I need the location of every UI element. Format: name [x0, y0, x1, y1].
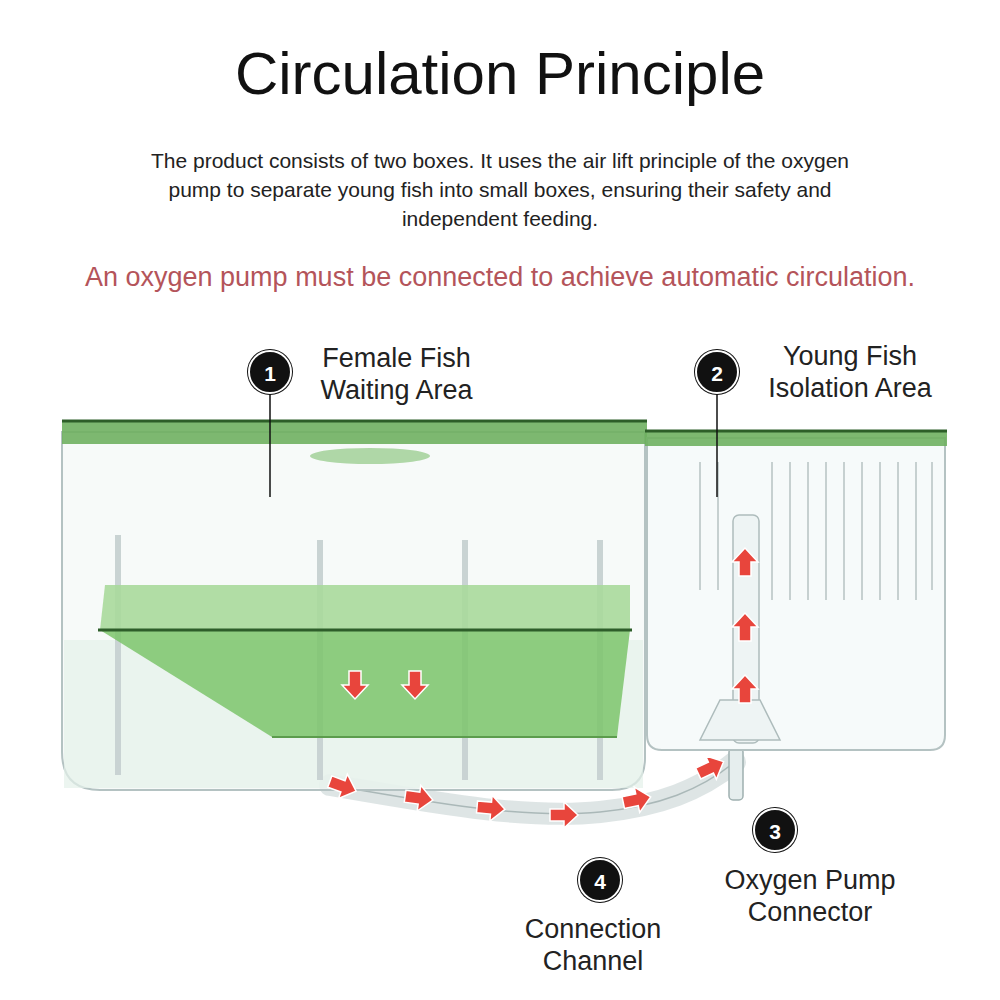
callout-number: 3 — [753, 808, 797, 852]
slit — [843, 462, 845, 600]
leader-line — [269, 394, 271, 497]
callout-number: 4 — [578, 858, 622, 902]
flow-arrow — [732, 548, 758, 576]
lid-edge — [62, 420, 647, 423]
callout-label: Female Fish Waiting Area — [309, 342, 484, 406]
callout-label: Connection Channel — [503, 913, 683, 977]
flow-arrow — [325, 769, 360, 803]
tube-base — [700, 700, 780, 740]
leader-line — [716, 394, 718, 497]
flow-arrow — [693, 750, 729, 785]
slit — [699, 462, 701, 590]
description-text: The product consists of two boxes. It us… — [132, 146, 868, 233]
funnel — [100, 630, 630, 737]
pump-connector-nub — [729, 748, 743, 800]
callout: 3Oxygen Pump Connector — [700, 808, 940, 938]
slit — [825, 462, 827, 600]
slit — [789, 462, 791, 600]
flow-arrow — [403, 783, 434, 813]
flow-arrow — [732, 675, 758, 703]
flow-arrow — [342, 671, 368, 699]
young-box-body — [647, 438, 945, 750]
flow-arrow — [550, 802, 578, 828]
slit — [807, 462, 809, 600]
lid-edge — [645, 430, 947, 433]
female-box-body — [62, 432, 645, 790]
callout: 4Connection Channel — [500, 858, 700, 983]
lid-handle — [310, 448, 430, 464]
tray-top — [100, 585, 630, 630]
callout-label: Young Fish Isolation Area — [755, 340, 945, 404]
slit — [931, 462, 933, 590]
flow-arrow — [402, 671, 428, 699]
slit — [861, 462, 863, 600]
flow-arrow — [621, 784, 654, 815]
flow-arrow — [732, 613, 758, 641]
callout-label: Oxygen Pump Connector — [715, 864, 905, 928]
warning-note: An oxygen pump must be connected to achi… — [5, 260, 995, 294]
callout-number: 1 — [248, 350, 292, 394]
young-box-lid — [645, 430, 947, 446]
callout: 1 Female Fish Waiting Area — [248, 338, 498, 414]
divider-rod — [115, 535, 121, 775]
title: Circulation Principle — [0, 38, 1000, 110]
female-box-lid — [62, 420, 647, 444]
slit — [771, 462, 773, 600]
callout: 2 Young Fish Isolation Area — [695, 338, 960, 414]
slit — [897, 462, 899, 600]
slit — [879, 462, 881, 600]
funnel-bottom — [272, 736, 617, 738]
slit — [915, 462, 917, 600]
flow-arrows — [325, 548, 758, 828]
flow-arrow — [476, 794, 506, 822]
callout-number: 2 — [695, 350, 739, 394]
tray-rim — [98, 629, 632, 632]
